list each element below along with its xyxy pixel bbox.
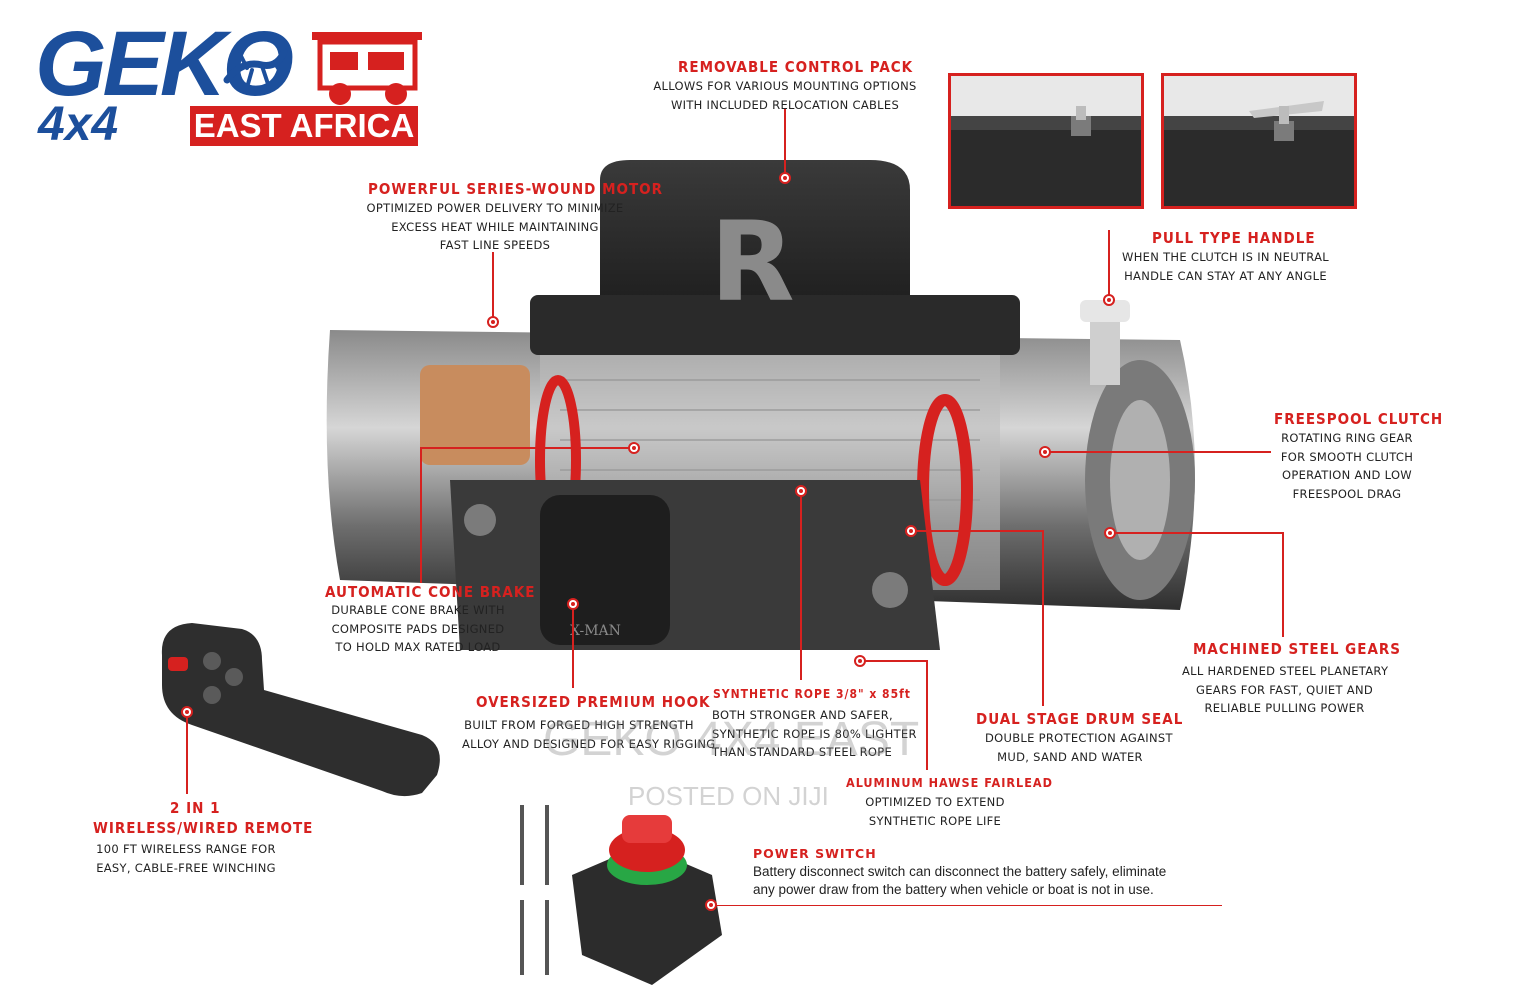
callout-title: FREESPOOL CLUTCH — [1274, 410, 1444, 428]
leader-line — [912, 530, 1044, 532]
callout-title: DUAL STAGE DRUM SEAL — [976, 710, 1184, 728]
callout-dot — [905, 525, 917, 537]
callout-desc-line: FAST LINE SPEEDS — [439, 238, 551, 252]
handle-inset-raised — [1161, 73, 1357, 209]
callout-dot — [1039, 446, 1051, 458]
callout-desc-line: OPTIMIZED TO EXTEND — [865, 795, 1005, 809]
leader-line — [1046, 451, 1271, 453]
leader-line — [492, 252, 494, 318]
callout-desc-line: SYNTHETIC ROPE LIFE — [868, 813, 1002, 828]
callout-title: SYNTHETIC ROPE 3/8" x 85ft — [713, 687, 911, 701]
callout-title: AUTOMATIC CONE BRAKE — [325, 583, 536, 601]
callout-desc-line: FOR SMOOTH CLUTCH — [1280, 449, 1414, 464]
callout-desc-line: BUILT FROM FORGED HIGH STRENGTH — [464, 718, 694, 732]
cover-letter: R — [710, 198, 795, 326]
leader-line — [860, 660, 928, 662]
callout-title: 2 IN 1 — [170, 799, 221, 817]
callout-desc-line: any power draw from the battery when veh… — [753, 882, 1154, 897]
jeep-icon — [312, 32, 422, 105]
callout-desc-line: COMPOSITE PADS DESIGNED — [331, 621, 505, 636]
callout-desc-line: MUD, SAND AND WATER — [997, 749, 1143, 764]
callout-desc-line: THAN STANDARD STEEL ROPE — [712, 745, 893, 759]
leader-line — [186, 712, 188, 794]
callout-title: REMOVABLE CONTROL PACK — [678, 58, 914, 76]
leader-line — [1110, 532, 1284, 534]
callout-title: POWERFUL SERIES-WOUND MOTOR — [368, 180, 664, 198]
callout-desc-line: TO HOLD MAX RATED LOAD — [335, 640, 501, 654]
callout-dot — [1103, 294, 1115, 306]
leader-line — [784, 108, 786, 174]
callout-desc-line: ALLOY AND DESIGNED FOR EASY RIGGING — [462, 736, 716, 751]
callout-dot — [487, 316, 499, 328]
leader-line — [1282, 532, 1284, 637]
leader-line — [800, 490, 802, 680]
leader-line — [420, 447, 422, 583]
callout-desc-line: WHEN THE CLUTCH IS IN NEUTRAL — [1122, 250, 1329, 264]
callout-dot — [181, 706, 193, 718]
callout-desc-line: WITH INCLUDED RELOCATION CABLES — [670, 97, 900, 112]
battery-switch — [520, 805, 722, 985]
remote-control — [161, 623, 440, 797]
callout-title: WIRELESS/WIRED REMOTE — [93, 819, 314, 837]
callout-desc-line: EXCESS HEAT WHILE MAINTAINING — [391, 219, 599, 234]
callout-desc-line: ROTATING RING GEAR — [1281, 431, 1413, 445]
callout-title: OVERSIZED PREMIUM HOOK — [476, 693, 711, 711]
callout-desc-line: OPTIMIZED POWER DELIVERY TO MINIMIZE — [366, 201, 624, 215]
leader-line — [712, 905, 1222, 906]
callout-desc-line: RELIABLE PULLING POWER — [1204, 701, 1365, 715]
callout-desc-line: GEARS FOR FAST, QUIET AND — [1196, 682, 1373, 697]
callout-dot — [779, 172, 791, 184]
fairlead-brand: X-MAN — [570, 623, 621, 639]
leader-line — [420, 447, 632, 449]
handle-inset-folded — [948, 73, 1144, 209]
callout-desc-line: FREESPOOL DRAG — [1292, 486, 1402, 501]
watermark-line-1: GEKO 4X4 EAST — [543, 713, 920, 766]
leader-line — [926, 660, 928, 770]
callout-title: MACHINED STEEL GEARS — [1193, 640, 1402, 658]
leader-line — [1108, 230, 1110, 296]
callout-desc-line: BOTH STRONGER AND SAFER, — [712, 708, 893, 722]
winch-illustration: R X-MAN — [326, 160, 1196, 650]
callout-title: ALUMINUM HAWSE FAIRLEAD — [846, 775, 1053, 790]
callout-dot — [795, 485, 807, 497]
watermark-line-2: POSTED ON JIJI — [628, 781, 829, 811]
leader-line — [1042, 530, 1044, 706]
callout-title: PULL TYPE HANDLE — [1152, 229, 1316, 247]
callout-desc-line: 100 FT WIRELESS RANGE FOR — [96, 842, 276, 856]
callout-desc-line: SYNTHETIC ROPE IS 80% LIGHTER — [712, 726, 917, 741]
callout-desc-line: DURABLE CONE BRAKE WITH — [331, 603, 505, 617]
callout-dot — [705, 899, 717, 911]
logo-sub: 4x4 — [38, 98, 119, 151]
callout-title: POWER SWITCH — [753, 846, 877, 861]
gecko-icon — [223, 48, 288, 86]
callout-dot — [854, 655, 866, 667]
callout-desc-line: ALL HARDENED STEEL PLANETARY — [1182, 664, 1389, 678]
callout-dot — [1104, 527, 1116, 539]
callout-desc-line: DOUBLE PROTECTION AGAINST — [985, 731, 1173, 745]
callout-desc-line: OPERATION AND LOW — [1282, 468, 1412, 482]
logo-region: EAST AFRICA — [190, 106, 418, 146]
callout-desc-line: EASY, CABLE-FREE WINCHING — [96, 860, 276, 875]
callout-dot — [628, 442, 640, 454]
callout-desc-line: HANDLE CAN STAY AT ANY ANGLE — [1124, 268, 1327, 283]
leader-line — [572, 604, 574, 688]
callout-desc-line: Battery disconnect switch can disconnect… — [753, 864, 1167, 879]
callout-dot — [567, 598, 579, 610]
callout-desc-line: ALLOWS FOR VARIOUS MOUNTING OPTIONS — [653, 79, 917, 93]
